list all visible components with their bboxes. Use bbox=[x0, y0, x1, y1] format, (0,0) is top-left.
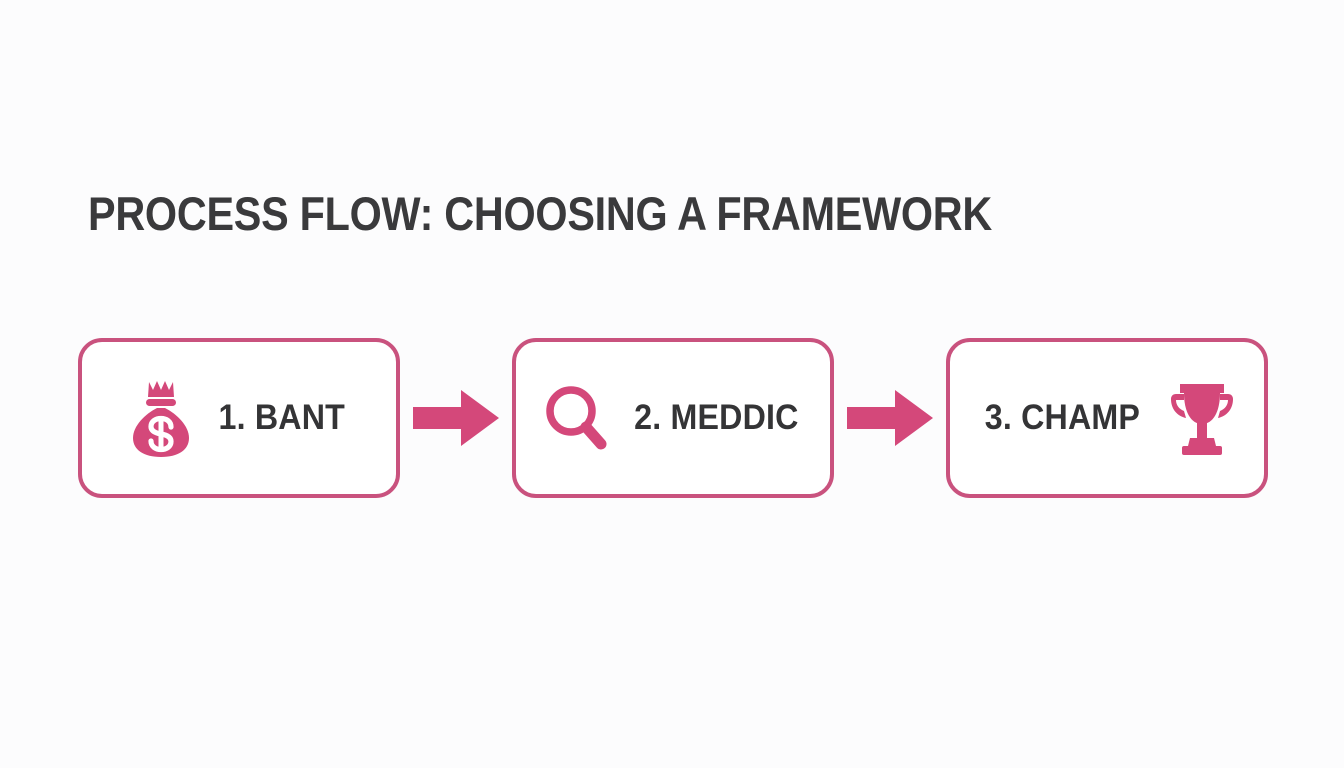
arrow-right-icon bbox=[413, 389, 499, 447]
trophy-icon bbox=[1168, 380, 1236, 456]
flow-step-label-2: 2. MEDDIC bbox=[633, 398, 799, 437]
process-flow-diagram: 1. BANT 2. MEDDIC 3. C bbox=[78, 338, 1268, 498]
flow-connector-2 bbox=[834, 338, 946, 498]
arrow-right-icon bbox=[847, 389, 933, 447]
page-title: PROCESS FLOW: CHOOSING A FRAMEWORK bbox=[88, 187, 993, 240]
flow-connector-1 bbox=[400, 338, 512, 498]
flow-step-card-1[interactable]: 1. BANT bbox=[78, 338, 400, 498]
flow-step-card-2[interactable]: 2. MEDDIC bbox=[512, 338, 834, 498]
flow-step-label-1: 1. BANT bbox=[218, 398, 346, 437]
money-bag-icon bbox=[127, 380, 195, 457]
flow-step-card-3[interactable]: 3. CHAMP bbox=[946, 338, 1268, 498]
magnifying-glass-icon bbox=[541, 380, 609, 456]
flow-step-label-3: 3. CHAMP bbox=[984, 398, 1140, 437]
